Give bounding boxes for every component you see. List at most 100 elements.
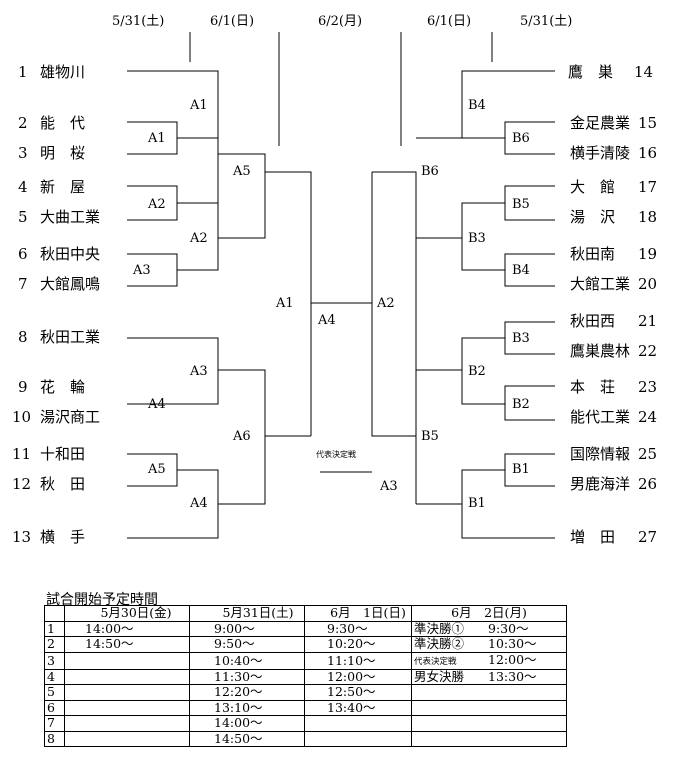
date-center: 6/2(月) <box>318 14 362 29</box>
svg-text:鷹巣農林: 鷹巣農林 <box>570 342 630 360</box>
svg-text:増 田: 増 田 <box>570 528 615 546</box>
match-code: A1 <box>147 131 166 146</box>
team-entry: 秋田西 21 <box>570 312 657 330</box>
match-code: B3 <box>512 331 530 346</box>
team-entry: 大館工業 20 <box>570 275 657 293</box>
svg-text:大館鳳鳴: 大館鳳鳴 <box>40 275 100 293</box>
svg-text:大館工業: 大館工業 <box>570 275 630 293</box>
match-code: A4 <box>317 313 336 328</box>
svg-text:本 荘: 本 荘 <box>570 378 615 396</box>
match-code: B3 <box>468 231 486 246</box>
svg-text:秋田南: 秋田南 <box>570 245 615 263</box>
svg-text:花 輪: 花 輪 <box>40 378 85 396</box>
svg-text:男鹿海洋: 男鹿海洋 <box>570 475 630 493</box>
svg-text:8: 8 <box>18 328 28 346</box>
svg-text:3: 3 <box>18 144 28 162</box>
team-entry: 3 明 桜 <box>18 144 85 162</box>
match-code: A4 <box>189 496 208 511</box>
bracket-lines <box>127 70 555 539</box>
match-code: A5 <box>147 462 166 477</box>
date-right-round1: 5/31(土) <box>520 14 572 29</box>
right-match-codes: B4 B6 B6 B5 B3 B4 B3 B2 B2 B5 B1 B1 <box>421 98 530 511</box>
svg-text:2: 2 <box>18 114 28 132</box>
svg-text:5: 5 <box>18 208 28 226</box>
schedule-title: 試合開始予定時間 <box>46 592 158 608</box>
team-entry: 1 雄物川 <box>18 63 85 81</box>
team-entry: 大 館 17 <box>570 178 657 196</box>
svg-text:大曲工業: 大曲工業 <box>40 208 100 226</box>
date-left-round2: 6/1(日) <box>210 14 254 29</box>
svg-text:13: 13 <box>12 528 31 546</box>
svg-text:18: 18 <box>638 208 657 226</box>
match-code: B6 <box>512 131 530 146</box>
match-code: A1 <box>275 296 294 311</box>
match-code: B5 <box>512 197 530 212</box>
team-entry: 本 荘 23 <box>570 378 657 396</box>
team-entry: 5 大曲工業 <box>18 208 100 226</box>
team-entry: 4 新 屋 <box>18 178 85 196</box>
svg-text:秋田工業: 秋田工業 <box>40 328 100 346</box>
header-cell <box>44 605 65 622</box>
svg-text:横手清陵: 横手清陵 <box>570 144 630 162</box>
svg-text:26: 26 <box>638 475 657 493</box>
svg-text:24: 24 <box>638 408 657 426</box>
match-code: B2 <box>512 397 530 412</box>
svg-text:6: 6 <box>18 245 28 263</box>
svg-text:14: 14 <box>634 63 653 81</box>
svg-text:秋 田: 秋 田 <box>40 475 85 493</box>
svg-text:16: 16 <box>638 144 657 162</box>
header-cell: 6月 2日(月) <box>411 605 567 622</box>
svg-text:能代工業: 能代工業 <box>570 408 630 426</box>
svg-text:25: 25 <box>638 445 657 463</box>
playoff-label: 代表決定戦 <box>316 449 356 459</box>
svg-text:秋田西: 秋田西 <box>570 312 615 330</box>
center-match-codes: A1 A4 A2 A3 代表決定戦 <box>275 296 398 494</box>
svg-text:大 館: 大 館 <box>570 178 615 196</box>
date-divider-lines <box>189 32 493 146</box>
header-cell: 6月 1日(日) <box>304 605 412 622</box>
svg-text:湯沢商工: 湯沢商工 <box>40 408 100 426</box>
svg-text:20: 20 <box>638 275 657 293</box>
svg-text:21: 21 <box>638 312 657 330</box>
match-code: A4 <box>147 397 166 412</box>
header-cell: 5月31日(土) <box>189 605 305 622</box>
match-code: B4 <box>512 263 530 278</box>
match-code: A3 <box>132 263 151 278</box>
svg-text:明 桜: 明 桜 <box>40 144 85 162</box>
team-entry: 7 大館鳳鳴 <box>18 275 100 293</box>
match-code: B5 <box>421 429 439 444</box>
svg-text:23: 23 <box>638 378 657 396</box>
match-code: B1 <box>512 462 530 477</box>
match-code: A2 <box>189 231 208 246</box>
svg-text:十和田: 十和田 <box>40 445 85 463</box>
svg-text:17: 17 <box>638 178 657 196</box>
svg-text:4: 4 <box>18 178 28 196</box>
svg-text:7: 7 <box>18 275 28 293</box>
svg-text:新 屋: 新 屋 <box>40 178 85 196</box>
match-code: B1 <box>468 496 486 511</box>
header-cell: 5月30日(金) <box>64 605 190 622</box>
svg-text:1: 1 <box>18 63 28 81</box>
team-entry: 男鹿海洋 26 <box>570 475 657 493</box>
svg-text:19: 19 <box>638 245 657 263</box>
match-code: B2 <box>468 364 486 379</box>
match-code: A2 <box>147 197 166 212</box>
team-entry: 横手清陵 16 <box>570 144 657 162</box>
team-entry: 8 秋田工業 <box>18 328 100 346</box>
svg-text:雄物川: 雄物川 <box>40 63 85 81</box>
